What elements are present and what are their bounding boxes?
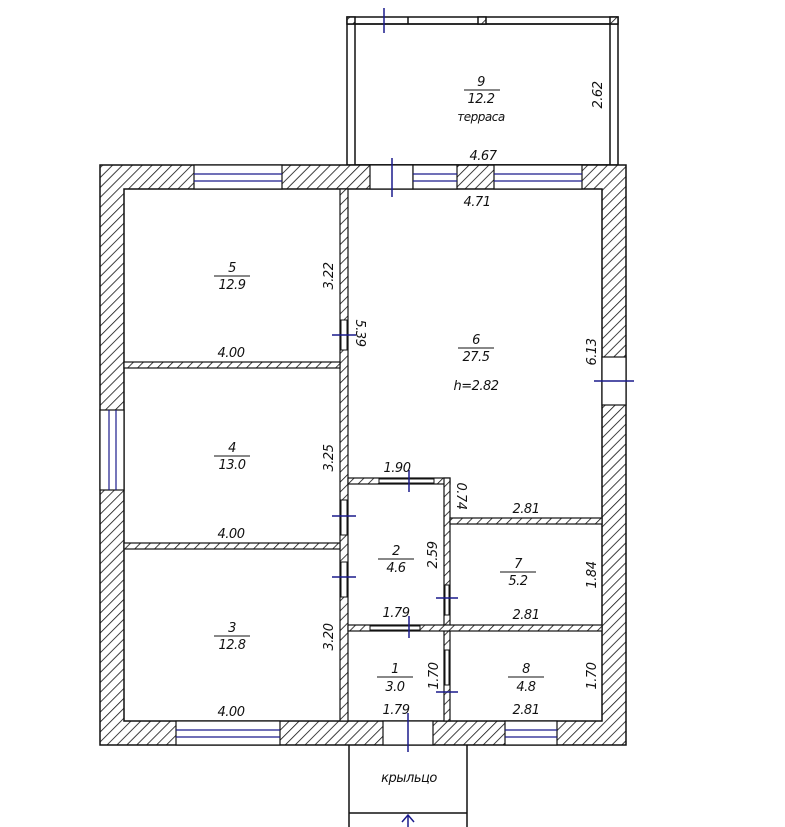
room-number: 1 <box>391 662 399 677</box>
room-number: 3 <box>228 621 236 636</box>
dim-room8-depth: 1.70 <box>585 662 600 689</box>
room-area: 27.5 <box>463 350 490 365</box>
room-number: 4 <box>228 441 236 456</box>
room-1: 1 3.0 <box>377 662 413 695</box>
room-area: 12.9 <box>219 278 246 293</box>
window-top-right <box>493 164 583 190</box>
room-area: 3.0 <box>385 680 404 695</box>
room-area: 12.8 <box>219 638 246 653</box>
room-5: 5 12.9 <box>214 261 250 293</box>
entrance-arrow-icon <box>401 813 415 827</box>
dim-room3-width: 4.00 <box>218 705 245 720</box>
room-height: h=2.82 <box>453 379 498 394</box>
room-number: 8 <box>522 662 530 677</box>
dim-terrace-depth: 2.62 <box>591 81 606 108</box>
room-area: 4.8 <box>516 680 535 695</box>
dim-room5-depth: 3.22 <box>322 262 337 289</box>
dimensions: 4.67 2.62 4.71 6.13 5.39 4.00 3.22 4.00 … <box>218 81 606 720</box>
dim-room7-bottom: 2.81 <box>513 608 540 623</box>
room-area: 5.2 <box>508 574 527 589</box>
porch-label: крыльцо <box>381 771 437 786</box>
dim-room4-depth: 3.25 <box>322 444 337 471</box>
outer-walls <box>99 164 627 746</box>
window-bottom-right <box>504 720 558 746</box>
room-number: 7 <box>514 557 523 572</box>
dim-room7-top: 2.81 <box>513 502 540 517</box>
room-area: 4.6 <box>386 561 405 576</box>
opening-marks <box>332 158 634 752</box>
dim-room8-bottom: 2.81 <box>513 703 540 718</box>
room-4: 4 13.0 <box>214 441 250 473</box>
room-2: 2 4.6 <box>378 544 414 576</box>
dim-step: 0.74 <box>453 483 468 510</box>
room-number: 9 <box>477 75 485 90</box>
interior-walls <box>123 188 603 722</box>
terrace <box>346 16 619 166</box>
room-area: 13.0 <box>219 458 246 473</box>
dim-room7-depth: 1.84 <box>585 561 600 588</box>
porch <box>348 745 468 827</box>
window-left <box>99 409 125 491</box>
dim-room2-width: 1.90 <box>384 461 411 476</box>
room-7: 7 5.2 <box>500 557 536 589</box>
dim-room3-depth: 3.20 <box>322 623 337 650</box>
room-area: 12.2 <box>468 92 495 107</box>
windows <box>99 164 627 746</box>
room-number: 5 <box>228 261 236 276</box>
room-6: 6 27.5 h=2.82 <box>453 333 499 394</box>
dim-room6-side: 5.39 <box>352 320 367 347</box>
dim-room6-depth: 6.13 <box>585 338 600 365</box>
room-3: 3 12.8 <box>214 621 250 653</box>
dim-room1-bottom: 1.79 <box>383 703 410 718</box>
dim-room5-width: 4.00 <box>218 346 245 361</box>
dim-room2-depth: 2.59 <box>426 541 441 568</box>
window-top-left <box>193 164 283 190</box>
dim-room2-bottom: 1.79 <box>383 606 410 621</box>
room-number: 6 <box>472 333 480 348</box>
dim-room6-width: 4.71 <box>464 195 491 210</box>
dim-terrace-width: 4.67 <box>470 149 498 164</box>
dim-room1-depth: 1.70 <box>427 662 442 689</box>
room-9: 9 12.2 терраса <box>457 75 505 124</box>
window-top-mid <box>412 164 458 190</box>
room-number: 2 <box>392 544 400 559</box>
room-8: 8 4.8 <box>508 662 544 695</box>
room-name: терраса <box>457 110 505 124</box>
window-bottom-left <box>175 720 281 746</box>
dim-room4-width: 4.00 <box>218 527 245 542</box>
